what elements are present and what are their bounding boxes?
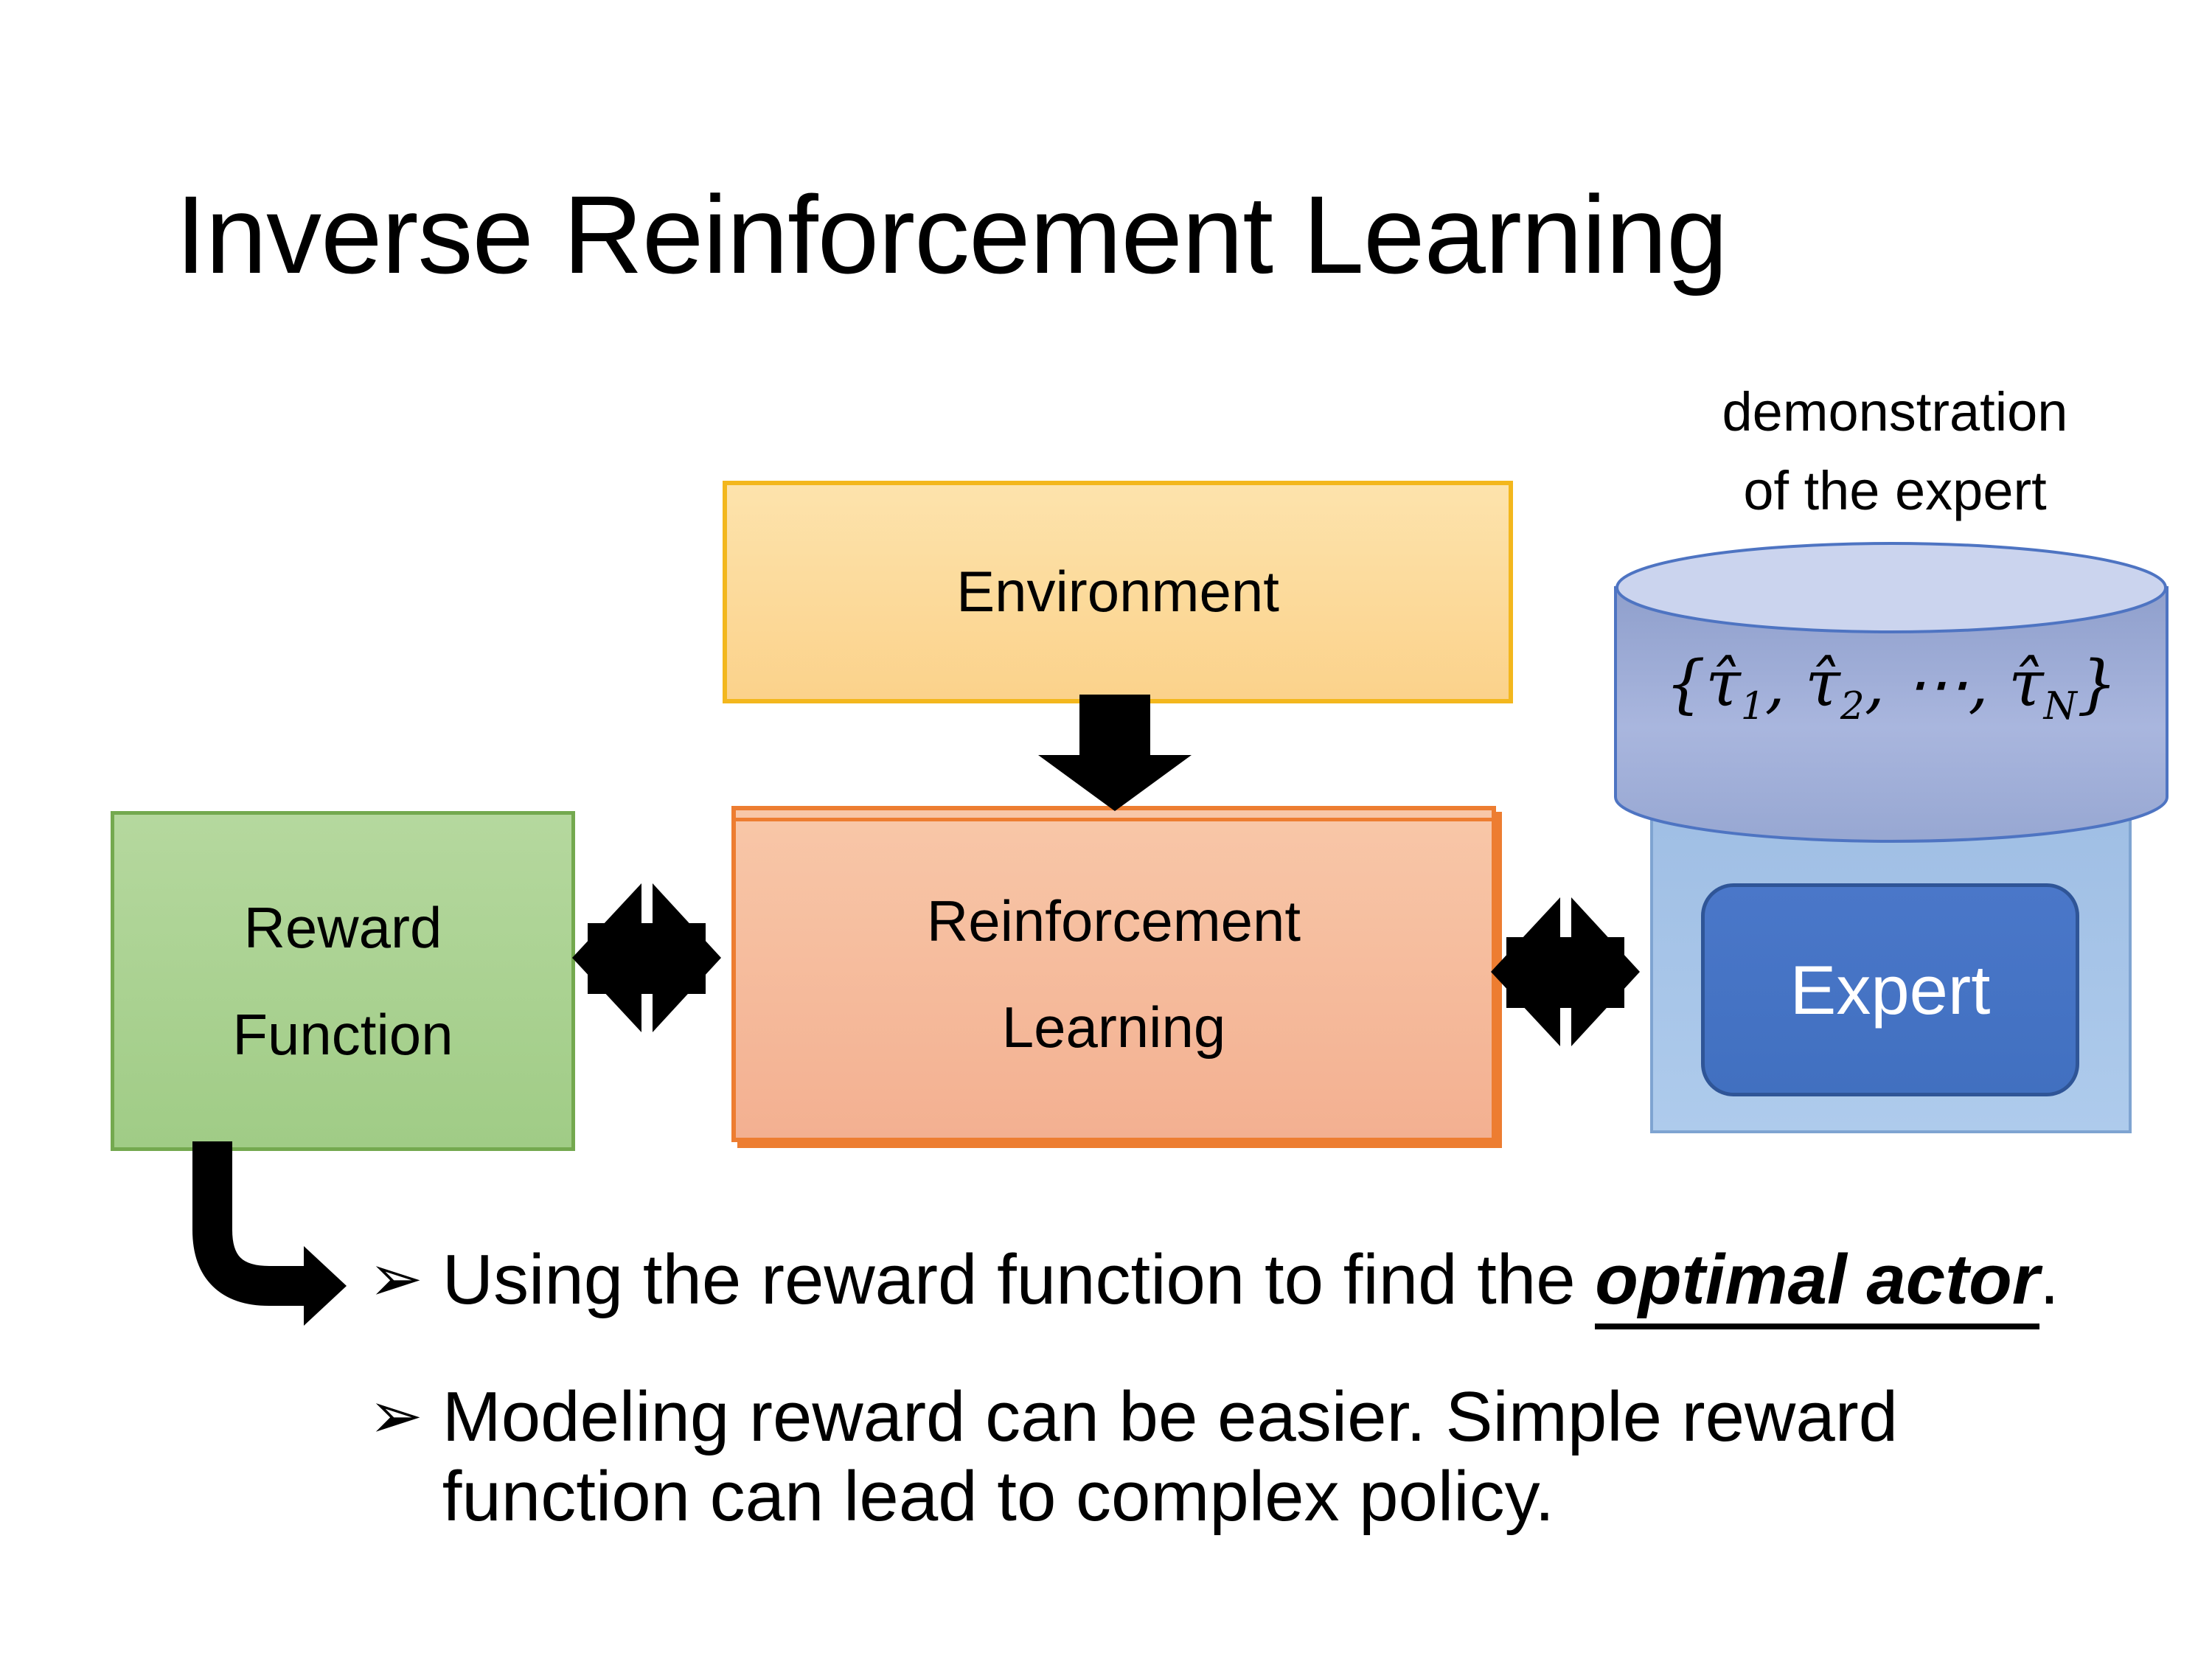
trajectory-formula: {τ̂1, τ̂2, ⋯, τ̂N}: [1665, 647, 2118, 729]
optimal-actor-emphasis: optimal actor: [1595, 1240, 2040, 1329]
reinforcement-learning-label: Reinforcement Learning: [926, 888, 1301, 1060]
reward-function-label: Reward Function: [232, 895, 453, 1067]
double-arrow-left-icon: [572, 883, 721, 1032]
reinforcement-learning-box: Reinforcement Learning: [731, 806, 1496, 1142]
environment-label: Environment: [956, 559, 1279, 625]
bullet-2-text: Modeling reward can be easier. Simple re…: [442, 1377, 1899, 1536]
expert-box: Expert: [1701, 883, 2079, 1096]
bent-arrow-icon: [192, 1141, 347, 1326]
bullet-1-text: Using the reward function to find the op…: [442, 1240, 2059, 1329]
demonstration-cylinder-icon: [1614, 542, 2168, 843]
reward-function-box: Reward Function: [111, 811, 575, 1151]
bullet-arrow-icon: ➢: [369, 1379, 423, 1452]
expert-label: Expert: [1790, 950, 1991, 1029]
down-arrow-icon: [1038, 695, 1192, 811]
double-arrow-right-icon: [1491, 897, 1640, 1046]
slide-title: Inverse Reinforcement Learning: [175, 173, 1728, 296]
bullet-arrow-icon: ➢: [369, 1242, 423, 1315]
bullet-item-1: ➢ Using the reward function to find the …: [369, 1240, 2059, 1329]
bullet-item-2: ➢ Modeling reward can be easier. Simple …: [369, 1377, 1898, 1536]
demonstration-label: demonstration of the expert: [1722, 381, 2068, 522]
environment-box: Environment: [723, 481, 1513, 703]
